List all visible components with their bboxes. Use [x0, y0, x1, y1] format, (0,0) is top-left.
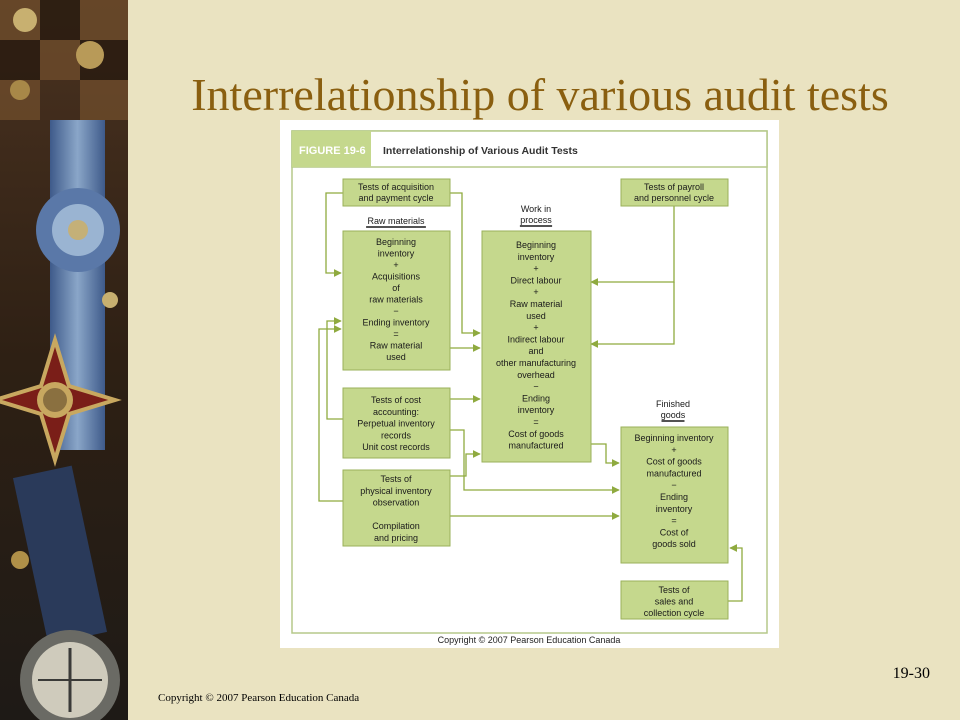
diagram-text-line: manufactured	[508, 441, 563, 451]
diagram-text-line: and pricing	[374, 533, 418, 543]
diagram-text-line: Cost of goods	[508, 429, 564, 439]
diagram-text-line: Compilation	[372, 521, 420, 531]
diagram-text-line: Perpetual inventory	[357, 419, 435, 429]
diagram-text-line: other manufacturing	[496, 358, 576, 368]
diagram-text-line: =	[671, 516, 676, 526]
arrow-payroll-to-wip-indirect-labour	[590, 282, 675, 348]
diagram-text-line: physical inventory	[360, 486, 432, 496]
diagram-text-line: Finished	[656, 399, 690, 409]
diagram-text-line: observation	[373, 498, 420, 508]
decorative-sidebar-art	[0, 0, 128, 720]
diagram-text-line: and personnel cycle	[634, 193, 714, 203]
box-tests-physical-inventory: Tests of physical inventory observationCom…	[342, 469, 451, 547]
figure-title: Interrelationship of Various Audit Tests	[383, 145, 578, 157]
diagram-text-line: Ending	[522, 393, 550, 403]
diagram-text-line: Beginning	[516, 240, 556, 250]
diagram-text-line: Acquisitions	[372, 272, 421, 282]
diagram-text-line: Raw materials	[367, 216, 425, 226]
diagram-text-line: Tests of acquisition	[358, 182, 434, 192]
diagram-text-line: −	[533, 382, 538, 392]
slide-copyright: Copyright © 2007 Pearson Education Canad…	[158, 692, 360, 704]
diagram-text-line: and	[528, 346, 543, 356]
diagram-text-line: =	[533, 417, 538, 427]
diagram-text-line: =	[393, 329, 398, 339]
diagram-text-line: inventory	[518, 405, 555, 415]
diagram-text-line: Tests of cost	[371, 395, 422, 405]
arrow-cost-accounting-to-finished-goods	[450, 429, 620, 494]
diagram-text-line: Cost of goods	[646, 457, 702, 467]
figure-copyright: Copyright © 2007 Pearson Education Canad…	[438, 635, 621, 645]
diagram-text-line: Work in	[521, 204, 551, 214]
diagram-text-line: +	[671, 445, 676, 455]
diagram-text-line: inventory	[656, 504, 693, 514]
diagram-text-line: accounting:	[373, 407, 419, 417]
diagram-text-line: overhead	[517, 370, 555, 380]
figure-panel: FIGURE 19-6 Interrelationship of Various…	[280, 120, 779, 648]
diagram-text-line: +	[533, 287, 538, 297]
arrow-physical-to-wip	[450, 450, 481, 477]
diagram-text-line: +	[533, 323, 538, 333]
diagram-text-line: Raw material	[510, 299, 563, 309]
arrow-wip-to-finished-goods	[591, 443, 620, 467]
diagram-text-line: Tests of payroll	[644, 182, 704, 192]
diagram-text-line: raw materials	[369, 295, 423, 305]
slide-number: 19-30	[892, 665, 930, 682]
diagram-text-line: Direct labour	[510, 275, 561, 285]
arrow-sales-to-finished-goods	[728, 544, 743, 602]
diagram-text-line: goods	[661, 410, 686, 420]
box-finished-goods: Beginning inventory + Cost of goodsmanufac…	[620, 426, 729, 564]
slide-title: Interrelationship of various audit tests	[191, 69, 889, 120]
diagram-text-line: +	[533, 264, 538, 274]
diagram-text-line: of	[392, 283, 400, 293]
diagram-text-line: used	[386, 352, 406, 362]
header-raw-materials: Raw materials	[366, 216, 426, 228]
figure-label-bg	[292, 131, 371, 167]
diagram-text-line: +	[393, 260, 398, 270]
diagram-text-line: collection cycle	[644, 608, 705, 618]
diagram-text-line: process	[520, 215, 552, 225]
arrow-cost-accounting-to-raw-materials	[326, 317, 343, 420]
arrow-acquisition-to-wip	[450, 192, 481, 337]
diagram-text-line: Tests of	[658, 585, 690, 595]
diagram-text-line: and payment cycle	[358, 193, 433, 203]
audit-tests-diagram: FIGURE 19-6 Interrelationship of Various…	[291, 130, 768, 645]
diagram-text-line: −	[671, 480, 676, 490]
diagram-text-line: manufactured	[646, 468, 701, 478]
arrow-acquisition-to-raw-materials	[325, 192, 343, 277]
figure-header-bar	[291, 130, 768, 168]
diagram-text-line: sales and	[655, 597, 694, 607]
box-tests-cost-accounting: Tests of cost accounting: Perpetual invent…	[342, 387, 451, 459]
diagram-text-line: Unit cost records	[362, 442, 430, 452]
diagram-text-line: inventory	[378, 249, 415, 259]
diagram-text-line: Raw material	[370, 341, 423, 351]
diagram-text-line: −	[393, 306, 398, 316]
diagram-text-line: Tests of	[380, 474, 412, 484]
diagram-text-line: records	[381, 430, 412, 440]
diagram-text-line: Ending	[660, 492, 688, 502]
diagram-text-line: Indirect labour	[507, 334, 564, 344]
diagram-text-line: Beginning	[376, 237, 416, 247]
diagram-text-line: inventory	[518, 252, 555, 262]
diagram-text-line: goods sold	[652, 539, 696, 549]
arrow-physical-to-raw-materials	[318, 325, 343, 502]
diagram-text-line: used	[526, 311, 546, 321]
diagram-text-line: Cost of	[660, 527, 689, 537]
diagram-text-line: Ending inventory	[362, 318, 430, 328]
figure-label: FIGURE 19-6	[299, 145, 366, 157]
diagram-text-line: Beginning inventory	[634, 433, 714, 443]
